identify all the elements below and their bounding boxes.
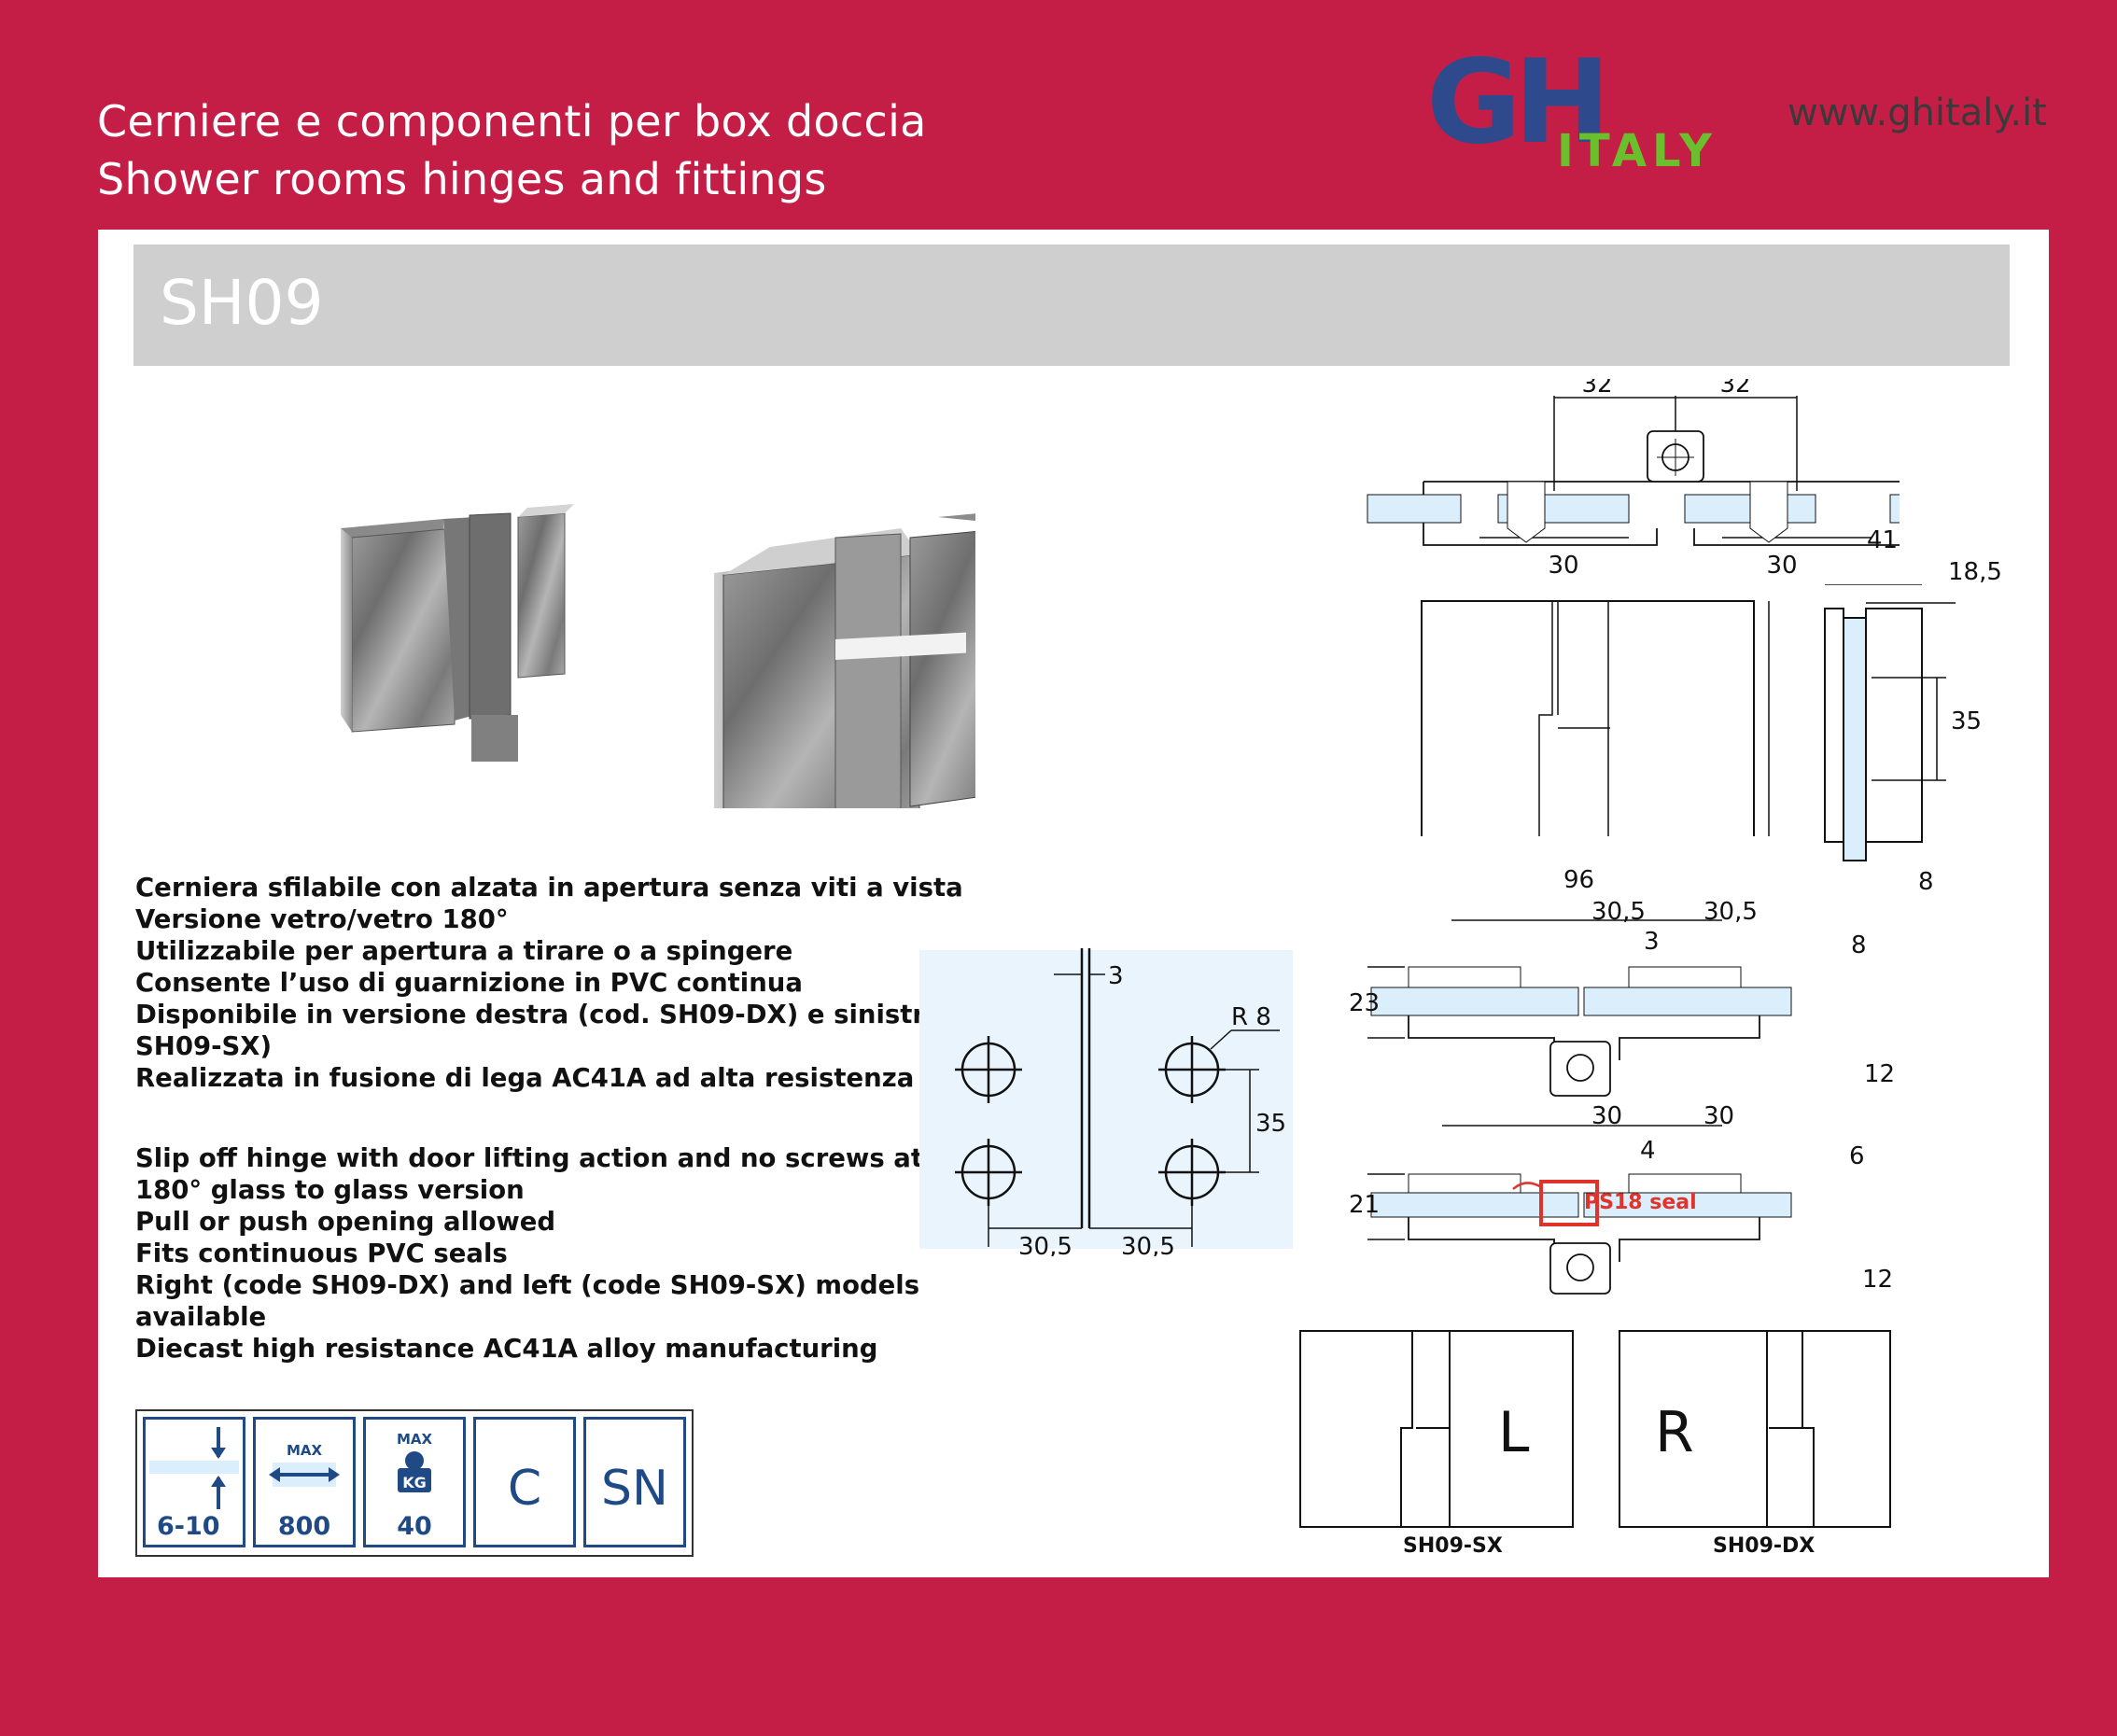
left-offset-dim: 30,5 [1018,1233,1073,1256]
section1-height-dim: 23 [1349,989,1381,1017]
website-link[interactable]: www.ghitaly.it [1788,91,2047,134]
section2-top-dim: 6 [1849,1142,1865,1170]
finish-sn-label: SN [601,1461,668,1517]
top-dim-30-right: 30 [1766,552,1797,580]
side-view-drawing [1824,584,1956,861]
max-weight-value: 40 [397,1512,432,1541]
side-depth-dim: 41 [1867,526,1899,554]
top-dim-32-left: 32 [1581,379,1612,399]
product-panel: SH09 [98,230,2049,1577]
description-line: Cerniera sfilabile con alzata in apertur… [135,873,963,903]
side-offset-dim: 18,5 [1948,558,2002,586]
logo-sub-text: ITALY [1557,125,1717,177]
max-width-icon: MAX 800 [253,1417,356,1547]
description-italian: Cerniera sfilabile con alzata in apertur… [135,872,1024,1094]
description-line: SH09-SX) [135,1031,273,1061]
finish-c-label: C [507,1461,542,1517]
max-label: MAX [286,1442,323,1459]
section2-gap-dim: 4 [1640,1137,1656,1165]
top-view-drawing: 32 32 30 30 [1367,379,1900,580]
model-right-letter: R [1655,1400,1694,1465]
model-left-letter: L [1498,1400,1530,1465]
max-weight-icon: MAX KG 40 [363,1417,466,1547]
section2-right-dim: 30 [1703,1102,1735,1130]
hole-plate-drawing: 3 R 8 35 30,5 30,5 [919,948,1293,1256]
side-hole-dim: 35 [1951,707,1983,735]
description-line: Right (code SH09-DX) and left (code SH09… [135,1270,920,1300]
radius-dim: R 8 [1231,1003,1271,1031]
section2-height-dim: 21 [1349,1191,1381,1219]
hole-spacing-dim: 35 [1255,1110,1286,1138]
section2-bottom-dim: 12 [1862,1266,1894,1294]
section1-bottom-dim: 12 [1864,1060,1896,1088]
front-view-drawing [1421,600,1770,836]
section1-top-dim: 8 [1851,931,1867,959]
kg-unit: KG [402,1474,427,1491]
glass-thickness-icon: 6-10 [143,1417,245,1547]
front-width-dim: 96 [1563,866,1595,894]
section1-left-dim: 30,5 [1591,898,1646,926]
section-drawing-2 [1367,1125,1792,1295]
description-line: Disponibile in versione destra (cod. SH0… [135,1000,1024,1029]
description-line: Pull or push opening allowed [135,1207,556,1237]
header-title-italian: Cerniere e componenti per box doccia [97,96,927,147]
gh-italy-logo[interactable]: GH ITALY [1426,49,1772,179]
description-line: Consente l’uso di guarnizione in PVC con… [135,968,803,998]
description-line: 180° glass to glass version [135,1175,525,1205]
side-bottom-dim: 8 [1918,868,1934,896]
max-label: MAX [396,1431,433,1448]
description-line: Diecast high resistance AC41A alloy manu… [135,1334,878,1364]
section2-left-dim: 30 [1591,1102,1623,1130]
product-photo [341,504,975,808]
spec-icons-row: 6-10 MAX 800 MAX KG 40 C SN [135,1409,694,1557]
hinge-photo-open [341,504,574,762]
model-right-code: SH09-DX [1713,1534,1816,1558]
description-line: Realizzata in fusione di lega AC41A ad a… [135,1063,915,1093]
section-drawing-1 [1367,919,1792,1097]
header-title-english: Shower rooms hinges and fittings [97,154,827,204]
finish-c-icon: C [473,1417,576,1547]
max-width-value: 800 [277,1512,331,1541]
description-line: Fits continuous PVC seals [135,1239,508,1268]
description-line: Utilizzabile per apertura a tirare o a s… [135,936,793,966]
section1-gap-dim: 3 [1644,928,1660,956]
description-line: Versione vetro/vetro 180° [135,904,509,934]
model-left-code: SH09-SX [1403,1534,1503,1558]
glass-thickness-value: 6-10 [157,1512,220,1541]
description-line: available [135,1302,267,1332]
description-line: Slip off hinge with door lifting action … [135,1143,1005,1173]
right-offset-dim: 30,5 [1121,1233,1175,1256]
logo-main-text: GH [1426,49,1604,170]
models-drawing [1299,1330,1891,1528]
description-english: Slip off hinge with door lifting action … [135,1142,1005,1365]
top-dim-32-right: 32 [1719,379,1750,399]
seal-label: PS18 seal [1584,1191,1697,1214]
finish-sn-icon: SN [583,1417,686,1547]
gap-dim: 3 [1108,962,1124,990]
section1-right-dim: 30,5 [1703,898,1758,926]
product-code: SH09 [160,267,324,339]
top-dim-30-left: 30 [1548,552,1578,580]
hinge-photo-closed [714,513,975,808]
product-title-bar: SH09 [133,245,2010,366]
